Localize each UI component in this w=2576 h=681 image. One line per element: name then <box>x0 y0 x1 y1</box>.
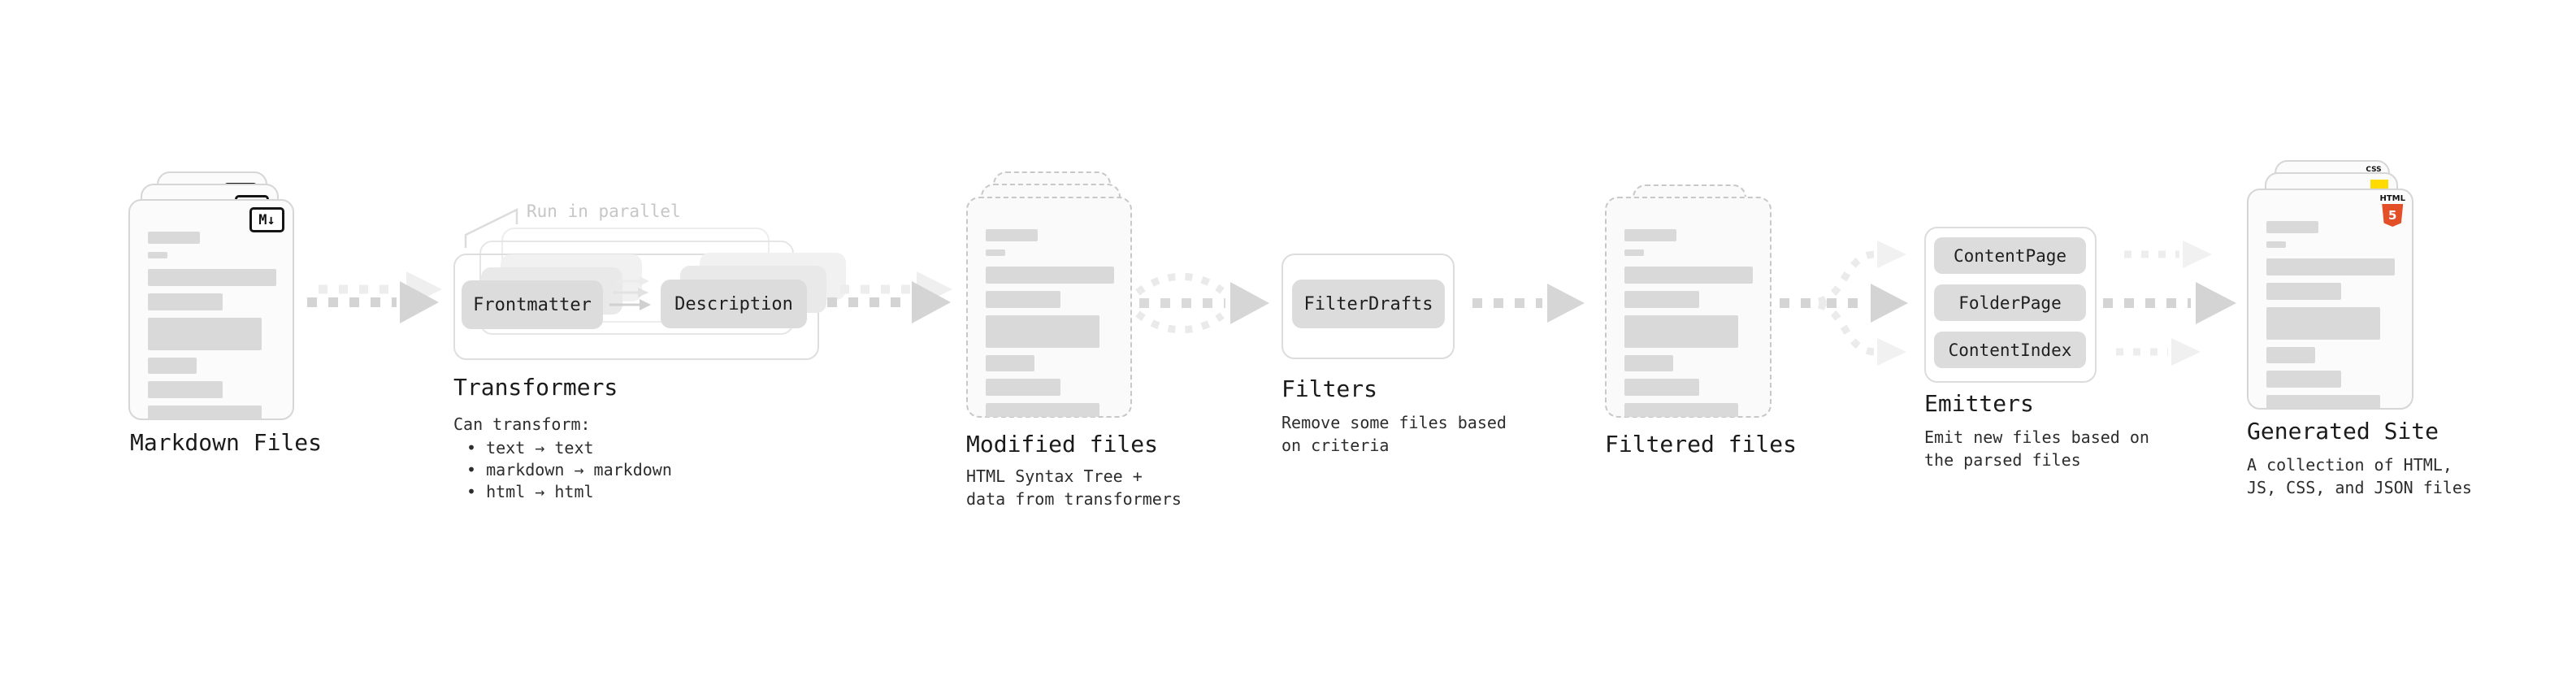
placeholder-bar <box>148 293 223 310</box>
generated-file-html: HTML 5 <box>2247 189 2413 410</box>
placeholder-bar <box>2266 258 2395 275</box>
modified-files-title: Modified files <box>966 431 1159 458</box>
contentpage-pill: ContentPage <box>1934 237 2086 274</box>
transformers-note-heading: Can transform: <box>453 414 591 434</box>
placeholder-bar <box>148 269 276 286</box>
arrow-filtered-to-emitters <box>1780 241 1908 366</box>
filters-title: Filters <box>1281 375 1378 402</box>
placeholder-bar <box>148 232 200 244</box>
arrow-markdown-to-transformers <box>307 271 442 323</box>
placeholder-bar <box>1624 403 1738 417</box>
placeholder-bar <box>1624 249 1644 256</box>
html5-icon-label: HTML <box>2379 194 2405 203</box>
file-content-placeholder <box>148 232 276 419</box>
placeholder-bar <box>148 252 167 258</box>
placeholder-bar <box>1624 291 1699 308</box>
html5-icon: HTML 5 <box>2379 194 2405 227</box>
placeholder-bar <box>148 381 223 398</box>
html5-shield-number: 5 <box>2388 208 2397 223</box>
file-content-placeholder <box>986 229 1114 417</box>
placeholder-bar <box>1624 379 1699 396</box>
filters-subtitle: Remove some files based on criteria <box>1281 413 1507 455</box>
transformers-bullet-html: • html → html <box>466 482 594 501</box>
arrow-transformers-to-modified <box>827 271 952 323</box>
description-pill: Description <box>661 280 807 328</box>
markdown-file-front: M↓ <box>128 199 294 420</box>
placeholder-bar <box>1624 355 1673 371</box>
placeholder-bar <box>2266 283 2341 300</box>
arrow-emitters-to-generated <box>2103 241 2236 366</box>
css-icon-label: CSS <box>2366 166 2382 174</box>
modified-files-subtitle: HTML Syntax Tree + data from transformer… <box>966 466 1182 509</box>
placeholder-bar <box>986 267 1114 284</box>
placeholder-bar <box>986 229 1038 241</box>
arrow-modified-to-filters <box>1135 272 1269 334</box>
emitters-subtitle: Emit new files based on the parsed files <box>1924 427 2149 470</box>
placeholder-bar <box>2266 395 2380 409</box>
placeholder-bar <box>148 318 262 350</box>
placeholder-bar <box>2266 347 2315 363</box>
placeholder-bar <box>986 315 1099 348</box>
markdown-icon: M↓ <box>249 207 284 232</box>
placeholder-bar <box>986 355 1034 371</box>
placeholder-bar <box>148 358 197 374</box>
html5-shield: 5 <box>2382 204 2404 227</box>
transformers-bullet-markdown: • markdown → markdown <box>466 460 672 479</box>
filterdrafts-pill: FilterDrafts <box>1292 280 1445 328</box>
placeholder-bar <box>2266 241 2286 248</box>
generated-site-subtitle: A collection of HTML, JS, CSS, and JSON … <box>2247 455 2472 497</box>
contentindex-pill: ContentIndex <box>1934 332 2086 368</box>
modified-file-front <box>966 197 1132 418</box>
placeholder-bar <box>1624 229 1676 241</box>
file-content-placeholder <box>1624 229 1753 417</box>
run-in-parallel-annotation: Run in parallel <box>527 202 681 221</box>
folderpage-pill: FolderPage <box>1934 284 2086 321</box>
placeholder-bar <box>2266 307 2380 340</box>
placeholder-bar <box>986 291 1060 308</box>
file-content-placeholder <box>2266 221 2395 409</box>
arrow-filters-to-filtered <box>1472 284 1585 323</box>
placeholder-bar <box>2266 371 2341 388</box>
placeholder-bar <box>148 406 262 419</box>
markdown-files-title: Markdown Files <box>130 429 323 456</box>
transformers-bullet-text: • text → text <box>466 438 594 458</box>
placeholder-bar <box>1624 315 1738 348</box>
placeholder-bar <box>1624 267 1753 284</box>
placeholder-bar <box>986 379 1060 396</box>
placeholder-bar <box>986 403 1099 417</box>
filtered-files-title: Filtered files <box>1605 431 1798 458</box>
generated-site-title: Generated Site <box>2247 418 2439 445</box>
filtered-file-front <box>1605 197 1772 418</box>
emitters-title: Emitters <box>1924 390 2034 417</box>
js-icon <box>2370 180 2388 190</box>
placeholder-bar <box>986 249 1005 256</box>
transformers-title: Transformers <box>453 374 618 401</box>
placeholder-bar <box>2266 221 2318 233</box>
frontmatter-pill: Frontmatter <box>462 280 603 329</box>
